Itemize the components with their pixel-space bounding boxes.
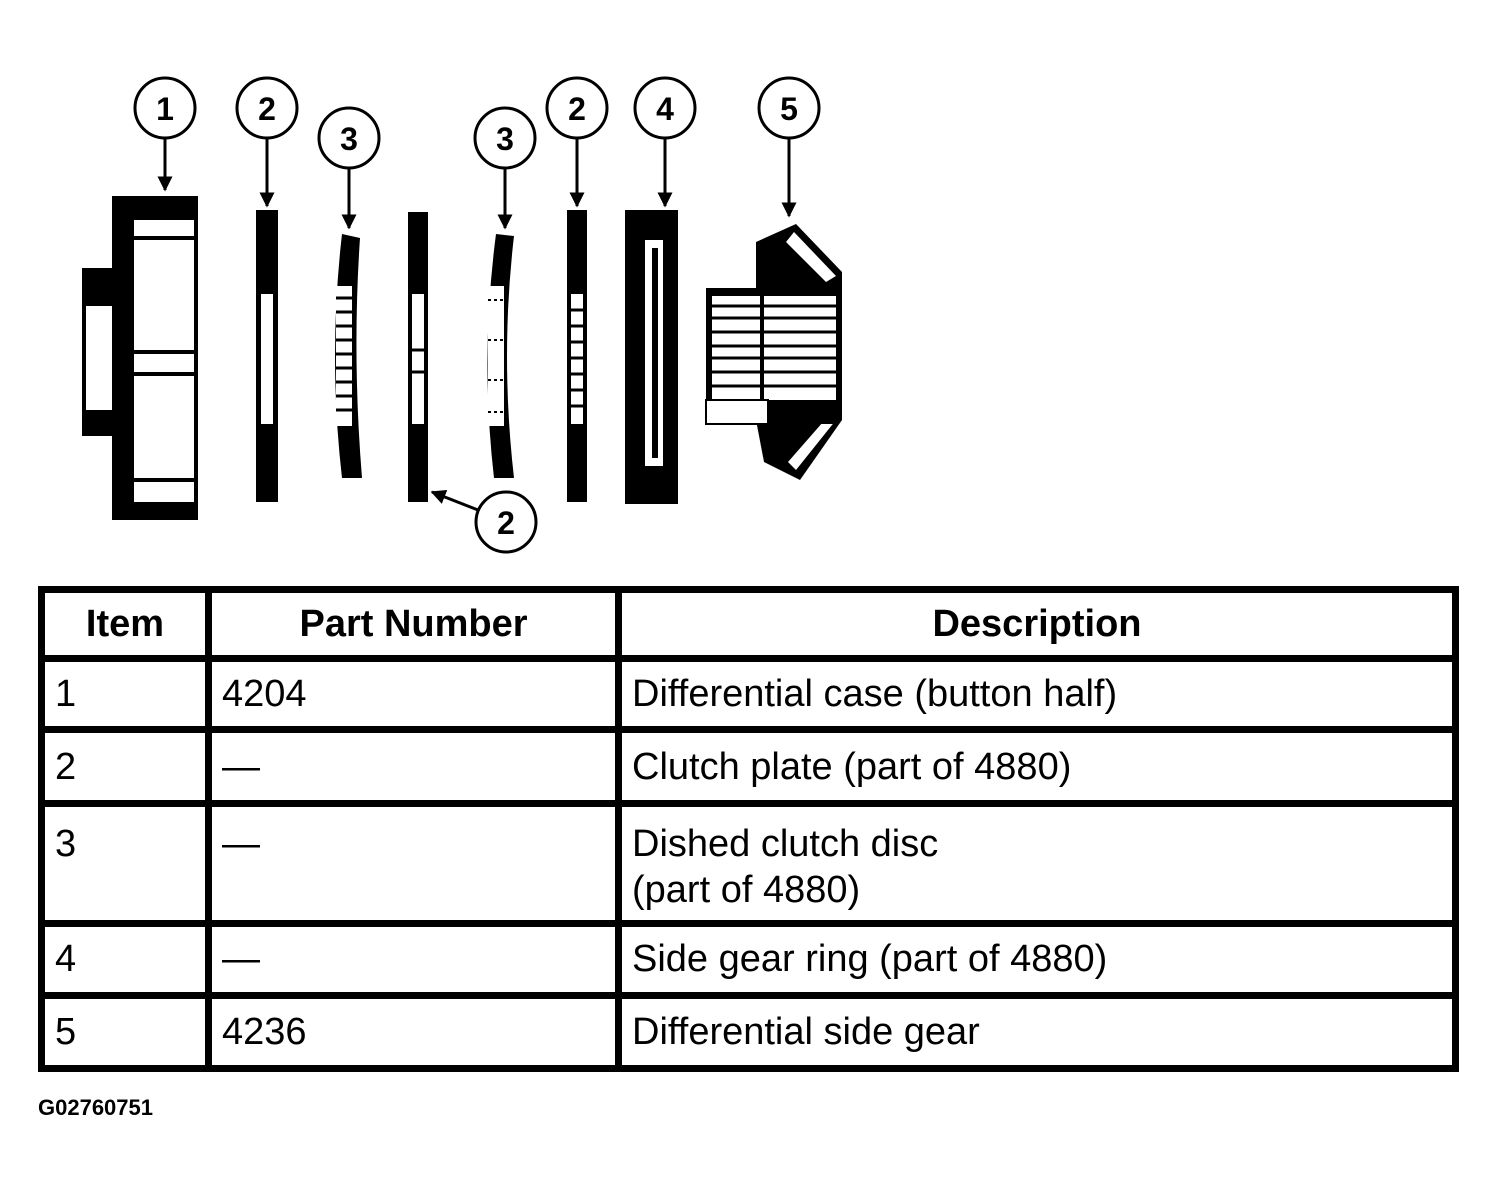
description-line: Dished clutch disc (632, 822, 939, 865)
callout-label: 4 (656, 91, 674, 127)
table-row: 4 — Side gear ring (part of 4880) (38, 920, 1459, 999)
column-header-part-number: Part Number (205, 586, 622, 662)
item-cell: 1 (38, 654, 212, 734)
callout-label: 3 (340, 121, 358, 157)
callout-label: 3 (496, 121, 514, 157)
description-cell: Side gear ring (part of 4880) (615, 920, 1459, 999)
description-cell: Differential side gear (615, 991, 1459, 1073)
callout-5: 5 (757, 76, 821, 218)
clutch-plate-part-b (408, 212, 428, 502)
clutch-plate-part-a (256, 210, 278, 502)
differential-case-part (82, 196, 198, 520)
figure-code: G02760751 (38, 1095, 153, 1120)
description-line: Differential side gear (632, 1010, 980, 1053)
parts-table: Item Part Number Description 1 4204 Diff… (38, 586, 1459, 1073)
table-row: 5 4236 Differential side gear (38, 991, 1459, 1073)
part-number-cell: — (205, 799, 622, 928)
table-row: 1 4204 Differential case (button half) (38, 654, 1459, 734)
callout-3: 3 (317, 106, 381, 230)
item-cell: 2 (38, 726, 212, 807)
callout-label: 1 (156, 91, 174, 127)
dished-clutch-disc-part-b (487, 234, 514, 478)
callout-label: 2 (258, 91, 276, 127)
item-cell: 5 (38, 991, 212, 1073)
part-number-cell: — (205, 920, 622, 999)
description-cell: Differential case (button half) (615, 654, 1459, 734)
description-cell: Dished clutch disc (part of 4880) (615, 799, 1459, 928)
differential-side-gear-part (705, 224, 842, 480)
callout-1: 1 (133, 76, 197, 192)
callout-label: 2 (568, 91, 586, 127)
description-line: (part of 4880) (632, 868, 861, 911)
column-header-description: Description (615, 586, 1459, 662)
table-row: 2 — Clutch plate (part of 4880) (38, 726, 1459, 807)
callout-2: 2 (235, 76, 299, 208)
callout-2: 2 (545, 76, 609, 208)
callout-label: 2 (497, 505, 515, 541)
callout-label: 5 (780, 91, 798, 127)
part-number-cell: — (205, 726, 622, 807)
table-row: 3 — Dished clutch disc (part of 4880) (38, 799, 1459, 928)
description-cell: Clutch plate (part of 4880) (615, 726, 1459, 807)
item-cell: 4 (38, 920, 212, 999)
table-header-row: Item Part Number Description (38, 586, 1459, 662)
part-number-cell: 4236 (205, 991, 622, 1073)
callout-4: 4 (633, 76, 697, 208)
description-line: Side gear ring (part of 4880) (632, 938, 1108, 981)
column-header-item: Item (38, 586, 212, 662)
description-line: Differential case (button half) (632, 673, 1118, 716)
callout-2: 2 (430, 489, 538, 554)
dished-clutch-disc-part-a (335, 234, 362, 478)
exploded-parts-diagram: 1 2 3 3 2 4 5 2 (82, 76, 842, 554)
clutch-plate-part-c (567, 210, 587, 502)
callout-3: 3 (473, 106, 537, 230)
part-number-cell: 4204 (205, 654, 622, 734)
side-gear-ring-part (625, 210, 678, 504)
description-line: Clutch plate (part of 4880) (632, 745, 1072, 788)
item-cell: 3 (38, 799, 212, 928)
